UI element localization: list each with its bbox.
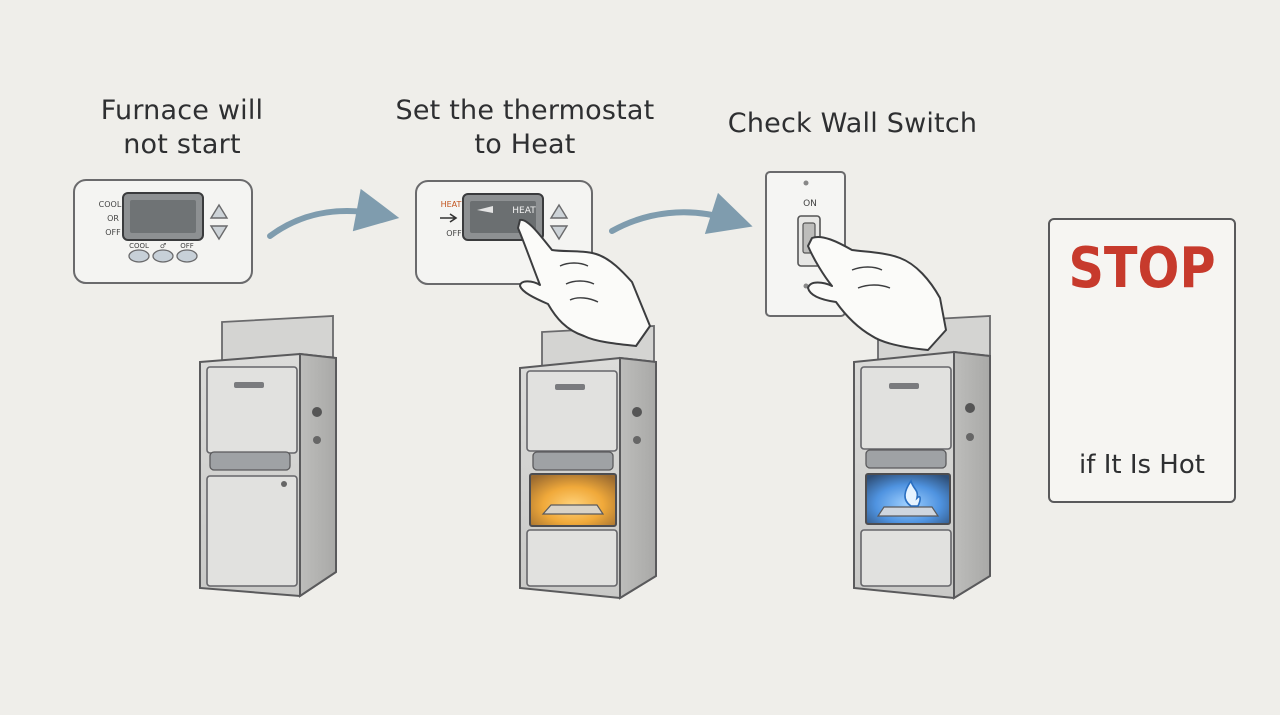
thermostat-side-label: HEAT — [441, 200, 462, 209]
thermostat-button-label: OFF — [180, 242, 194, 250]
thermostat-screen-label: HEAT — [512, 206, 536, 216]
hand-icon — [517, 218, 651, 347]
step-title-set-thermostat: Set the thermostat to Heat — [395, 94, 655, 162]
stop-warning-card — [1048, 218, 1236, 503]
step-title-check-switch: Check Wall Switch — [720, 107, 985, 141]
furnace-icon — [853, 315, 991, 600]
furnace-icon — [199, 315, 337, 598]
furnace-icon — [519, 325, 657, 600]
thermostat-side-label: COOL — [99, 200, 122, 209]
step-title-line: Set the thermostat — [395, 95, 655, 126]
thermostat-side-label: OFF — [105, 228, 121, 237]
arrow-right-icon — [267, 188, 400, 239]
flame-icon — [904, 479, 921, 507]
switch-on-label: ON — [803, 199, 817, 209]
step-title-line: Check Wall Switch — [727, 108, 978, 139]
stop-headline: STOP — [1068, 236, 1216, 301]
thermostat-side-label: OFF — [446, 229, 462, 238]
hand-icon — [807, 236, 947, 351]
step-title-line: to Heat — [474, 129, 576, 160]
light-switch-icon: ON — [765, 171, 846, 317]
arrow-right-icon — [609, 192, 753, 235]
stop-caption: if It Is Hot — [1079, 450, 1205, 480]
thermostat-button-label: COOL — [129, 242, 149, 250]
thermostat-side-label: OR — [107, 214, 119, 223]
step-title-furnace-not-start: Furnace will not start — [82, 94, 282, 162]
thermostat-button-label: ♂ — [160, 242, 166, 250]
thermostat-off: COOL OR OFF COOL ♂ OFF — [73, 179, 253, 284]
step-title-line: not start — [123, 129, 241, 160]
arrow-right-icon — [440, 213, 458, 223]
step-title-line: Furnace will — [100, 95, 264, 126]
